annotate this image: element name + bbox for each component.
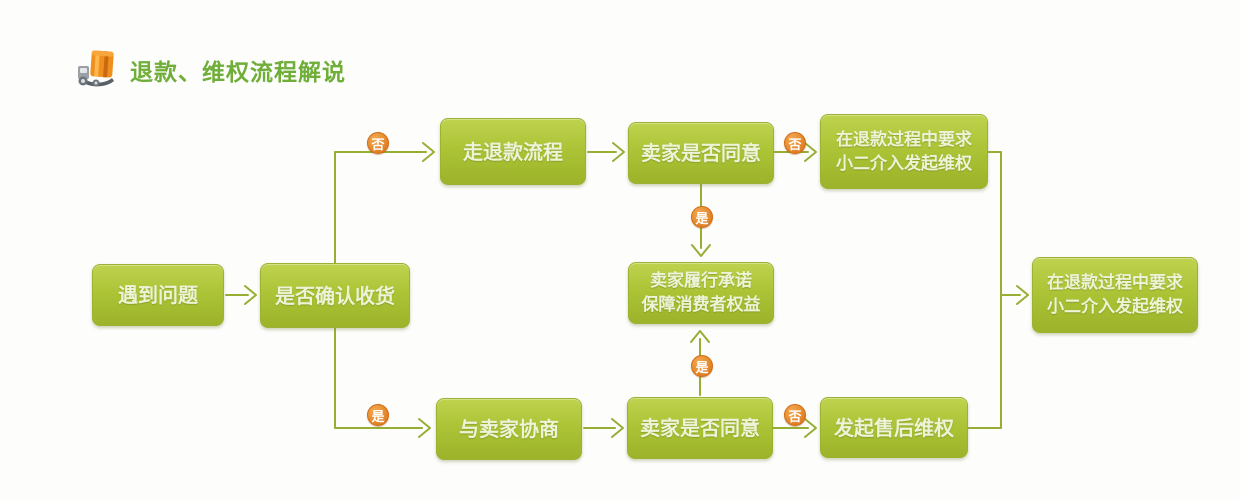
node-label: 走退款流程 [463, 139, 563, 164]
node-label: 卖家是否同意 [640, 416, 760, 440]
node-label: 遇到问题 [118, 283, 198, 307]
badge-yes-middle-down: 是 [691, 206, 713, 228]
node-label-line2: 小二介入发起维权 [836, 153, 972, 174]
node-label: 发起售后维权 [834, 415, 954, 440]
node-label-line1: 卖家履行承诺 [650, 271, 752, 291]
node-seller-fulfill[interactable]: 卖家履行承诺 保障消费者权益 [628, 262, 774, 324]
node-request-xiaoer-right[interactable]: 在退款过程中要求 小二介入发起维权 [1032, 257, 1198, 333]
node-request-xiaoer-top[interactable]: 在退款过程中要求 小二介入发起维权 [820, 114, 988, 189]
node-aftersales-rights[interactable]: 发起售后维权 [820, 397, 968, 458]
badge-yes-bottom-branch: 是 [367, 404, 389, 426]
badge-yes-middle-up: 是 [691, 355, 713, 377]
page-title: 退款、维权流程解说 [130, 60, 346, 86]
node-label: 是否确认收货 [275, 283, 395, 308]
badge-no-top-branch: 否 [367, 132, 389, 154]
badge-no-bottom-right: 否 [784, 404, 806, 426]
node-confirm-receipt[interactable]: 是否确认收货 [260, 263, 410, 328]
node-refund-process[interactable]: 走退款流程 [440, 118, 586, 185]
node-label-line1: 在退款过程中要求 [1047, 273, 1183, 293]
node-label: 与卖家协商 [459, 417, 559, 441]
badge-no-top-right: 否 [784, 132, 806, 154]
page-header: 退款、维权流程解说 [76, 48, 346, 92]
node-seller-agree-bottom[interactable]: 卖家是否同意 [627, 397, 773, 459]
node-label: 卖家是否同意 [641, 141, 761, 165]
node-label-line2: 小二介入发起维权 [1047, 297, 1183, 317]
node-problem[interactable]: 遇到问题 [92, 264, 224, 326]
delivery-cart-icon [76, 48, 120, 92]
node-label-line1: 在退款过程中要求 [836, 129, 972, 150]
node-negotiate-seller[interactable]: 与卖家协商 [436, 398, 582, 460]
node-label-line2: 保障消费者权益 [641, 295, 761, 315]
node-seller-agree-top[interactable]: 卖家是否同意 [628, 122, 774, 184]
